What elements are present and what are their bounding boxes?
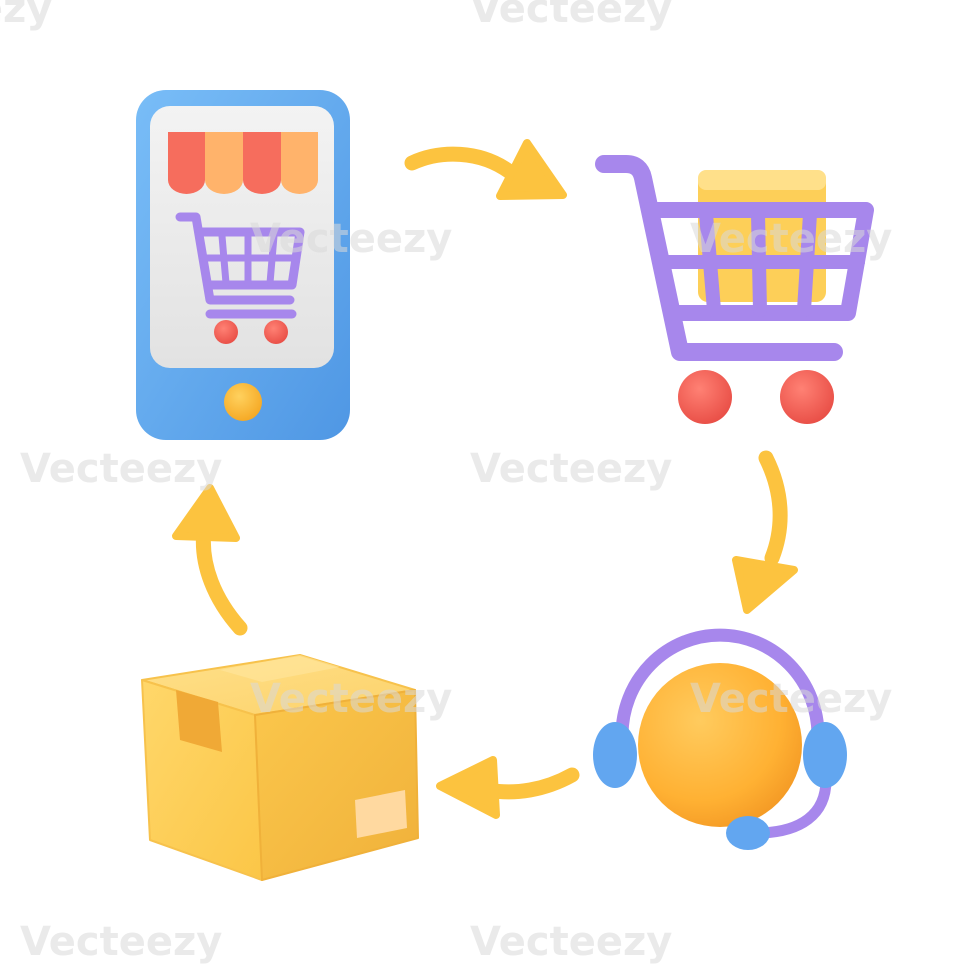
shopping-cart-icon <box>595 155 874 424</box>
arrow-up-icon <box>172 484 248 636</box>
box-label-icon <box>355 790 407 838</box>
globe-icon <box>638 663 802 827</box>
headband-icon <box>615 628 825 742</box>
right-earpiece-icon <box>803 722 847 788</box>
box-tape-icon <box>176 690 222 752</box>
arrow-right-icon <box>404 139 567 200</box>
headset-globe-icon <box>593 628 847 850</box>
cart-wheel-icon <box>780 370 834 424</box>
smartphone-shop-icon <box>136 90 350 440</box>
shop-awning-icon <box>168 132 318 194</box>
small-cart-wheel-icon <box>214 320 238 344</box>
arrow-down-icon <box>732 450 798 614</box>
cart-wheel-icon <box>678 370 732 424</box>
phone-home-button-icon <box>224 383 262 421</box>
arrow-left-icon <box>436 756 580 819</box>
left-earpiece-icon <box>593 722 637 788</box>
small-cart-wheel-icon <box>264 320 288 344</box>
small-cart-icon <box>175 212 305 319</box>
cardboard-box-icon <box>141 654 419 881</box>
microphone-icon <box>726 816 770 850</box>
microphone-boom-icon <box>754 774 832 839</box>
